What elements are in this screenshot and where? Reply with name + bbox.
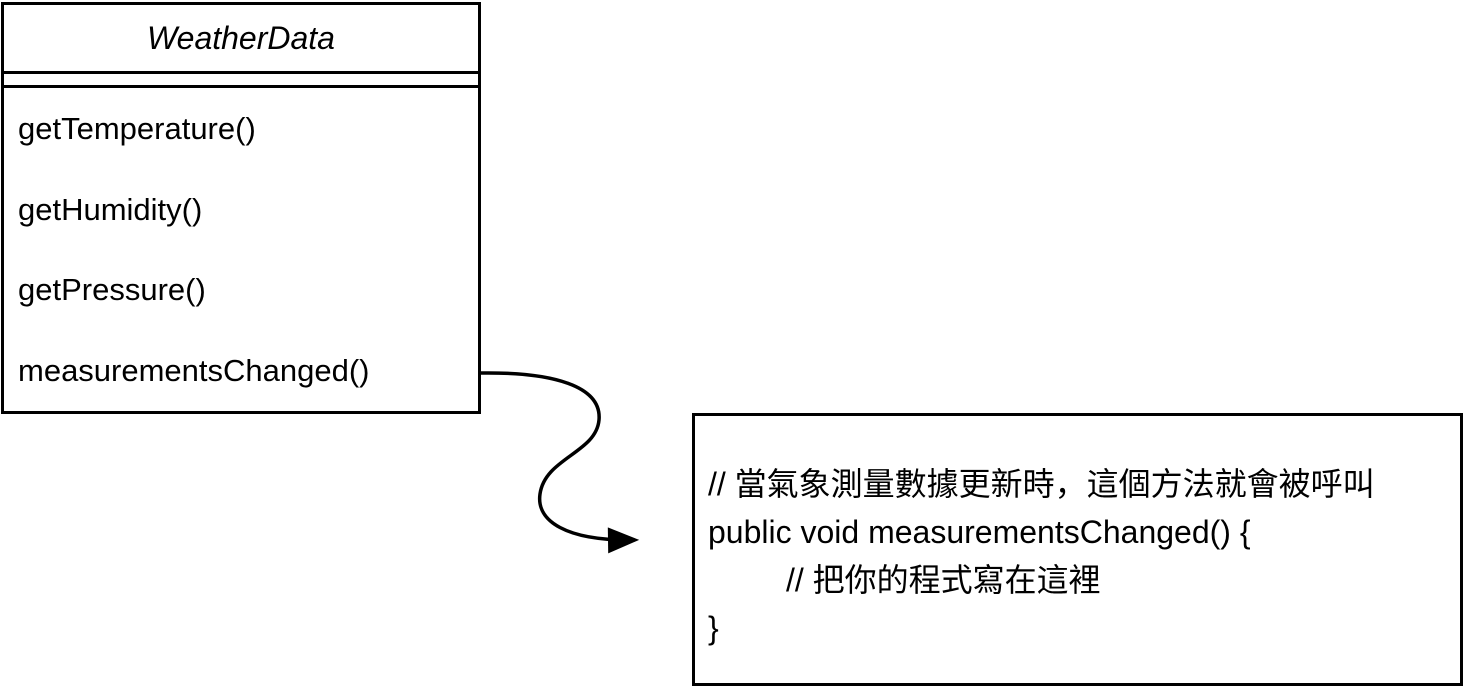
class-attributes-compartment (4, 74, 478, 88)
method-get-temperature: getTemperature() (18, 110, 256, 146)
code-line-closing-brace: } (708, 610, 719, 646)
uml-class-box: WeatherData getTemperature() getHumidity… (1, 2, 481, 414)
code-annotation-box: // 當氣象測量數據更新時，這個方法就會被呼叫 public void meas… (692, 413, 1463, 686)
curved-arrow-path (479, 371, 640, 554)
method-get-pressure: getPressure() (18, 272, 206, 308)
code-line-comment: // 當氣象測量數據更新時，這個方法就會被呼叫 (708, 466, 1375, 502)
class-title: WeatherData (4, 5, 478, 74)
method-get-humidity: getHumidity() (18, 191, 203, 227)
code-line-method-signature: public void measurementsChanged() { (708, 514, 1251, 550)
code-line-body-comment: // 把你的程式寫在這裡 (786, 562, 1101, 598)
class-methods-compartment: getTemperature() getHumidity() getPressu… (4, 88, 478, 411)
method-measurements-changed: measurementsChanged() (18, 353, 370, 389)
